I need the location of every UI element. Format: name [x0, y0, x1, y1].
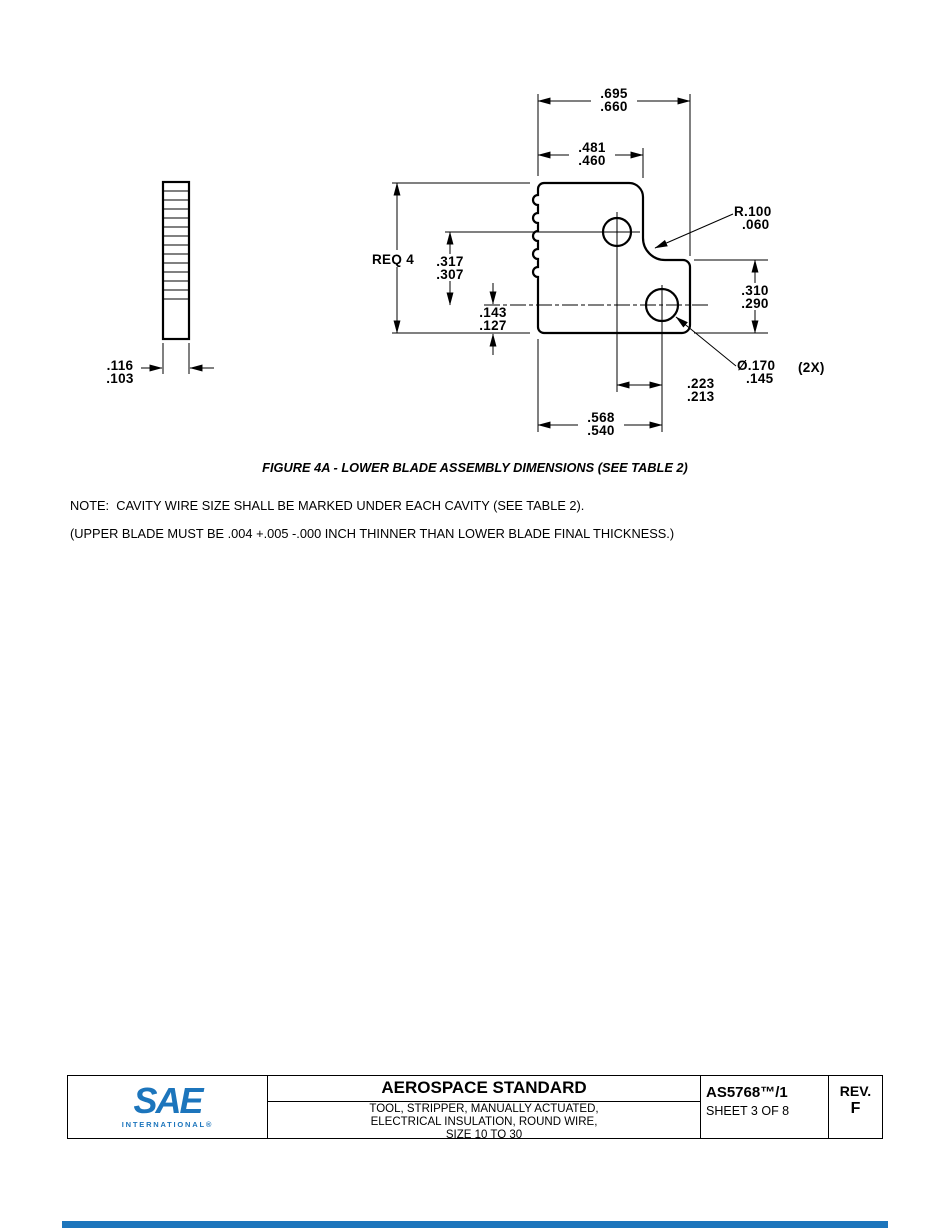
dim-hole-spacing-h-bot: .213 [687, 389, 715, 404]
dim-hole-diameter: Ø.170 .145 (2X) [675, 316, 825, 386]
title-block-rev-cell: REV. F [829, 1076, 882, 1138]
dim-hole-spacing-v-bot: .307 [436, 267, 463, 282]
figure-caption: FIGURE 4A - LOWER BLADE ASSEMBLY DIMENSI… [262, 460, 688, 475]
doc-subtitle: TOOL, STRIPPER, MANUALLY ACTUATED, ELECT… [268, 1102, 700, 1142]
dim-tab-height-bot: .290 [741, 296, 768, 311]
dim-thickness-top: .116 [107, 358, 134, 373]
dim-thickness-bot: .103 [106, 371, 134, 386]
dim-hole-spacing-v-top: .317 [436, 254, 463, 269]
title-block-center: AEROSPACE STANDARD TOOL, STRIPPER, MANUA… [268, 1076, 701, 1141]
dim-bottom-width-bot: .540 [587, 423, 614, 438]
sheet-number: SHEET 3 OF 8 [706, 1104, 790, 1118]
dim-corner-radius: R.100 .060 [654, 204, 772, 249]
dim-tab-height-top: .310 [741, 283, 768, 298]
title-block-number-cell: AS5768™/1 SHEET 3 OF 8 [701, 1076, 829, 1138]
title-block: SAE INTERNATIONAL® AEROSPACE STANDARD TO… [67, 1075, 883, 1141]
dim-upper-width-bot: .460 [578, 153, 605, 168]
rev-label: REV. [839, 1083, 872, 1099]
dim-overall-width-bot: .660 [600, 99, 627, 114]
dim-hole-diameter-bot: .145 [746, 371, 774, 386]
footer-accent-bar [62, 1221, 888, 1228]
figure-4a-drawing: .116 .103 .695 [106, 86, 825, 438]
dim-corner-radius-top: R.100 [734, 204, 772, 219]
doc-number: AS5768™/1 [706, 1084, 788, 1101]
sae-logo-text: SAE [133, 1080, 203, 1122]
dim-hole-spacing-h-top: .223 [687, 376, 715, 391]
blade-side-view [161, 180, 191, 341]
doc-subtitle-line-1: TOOL, STRIPPER, MANUALLY ACTUATED, [369, 1103, 599, 1115]
dim-bottom-width-top: .568 [587, 410, 615, 425]
dim-corner-radius-bot: .060 [742, 217, 769, 232]
dim-upper-width-top: .481 [578, 140, 606, 155]
dim-tab-height: .310 .290 [732, 259, 778, 334]
dim-hole-diameter-top: Ø.170 [737, 358, 775, 373]
dim-hole-to-bottom: .143 .127 [470, 283, 516, 355]
blade-front-view [445, 181, 708, 432]
dim-req-label: REQ 4 [372, 252, 414, 267]
doc-type-title: AEROSPACE STANDARD [268, 1076, 700, 1102]
dim-hole-spacing-h: .223 .213 [616, 376, 715, 404]
dim-hole-diameter-qty: (2X) [798, 360, 825, 375]
dim-hole-spacing-v: .317 .307 [427, 231, 473, 306]
dim-overall-width-top: .695 [600, 86, 628, 101]
dim-hole-to-bottom-bot: .127 [479, 318, 506, 333]
sae-logo-subtext: INTERNATIONAL® [121, 1119, 214, 1129]
blade-outline [531, 181, 692, 335]
dim-req-height: REQ 4 [366, 182, 422, 334]
note-upper-blade: (UPPER BLADE MUST BE .004 +.005 -.000 IN… [70, 526, 675, 541]
sae-logo: SAE INTERNATIONAL® [68, 1076, 268, 1138]
doc-subtitle-line-3: SIZE 10 TO 30 [445, 1129, 523, 1141]
dim-upper-width: .481 .460 [537, 140, 644, 168]
dim-thickness: .116 .103 [106, 343, 214, 386]
dim-hole-to-bottom-top: .143 [479, 305, 507, 320]
dim-bottom-width: .568 .540 [537, 410, 663, 438]
dim-overall-width: .695 .660 [537, 86, 691, 114]
rev-value: F [850, 1100, 861, 1117]
doc-subtitle-line-2: ELECTRICAL INSULATION, ROUND WIRE, [370, 1116, 598, 1128]
note-cavity-marking: NOTE: CAVITY WIRE SIZE SHALL BE MARKED U… [70, 498, 585, 513]
